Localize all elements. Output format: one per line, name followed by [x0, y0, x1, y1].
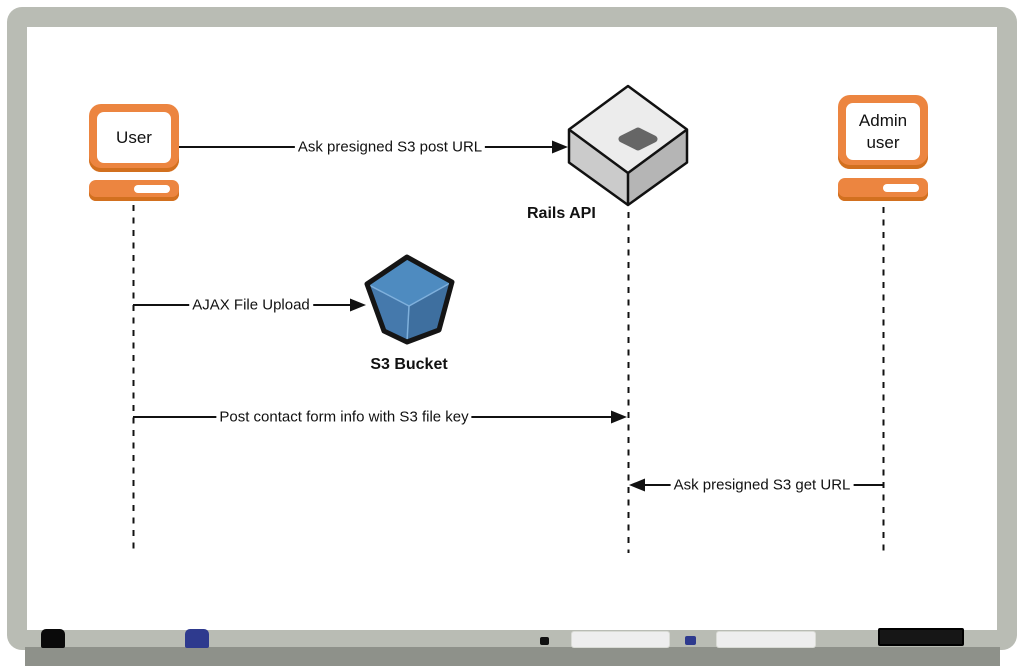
s3-bucket-label: S3 Bucket	[370, 356, 448, 373]
blue-marker	[185, 629, 209, 648]
black-eraser	[878, 628, 964, 646]
black-speck	[540, 637, 549, 645]
black-marker	[41, 629, 65, 648]
computer-monitor-icon: User	[89, 104, 179, 172]
whiteboard-tray-shelf	[25, 647, 1000, 666]
computer-base-icon	[89, 180, 179, 201]
message-label-post-contact-form: Post contact form info with S3 file key	[216, 408, 472, 426]
actor-admin-user: Admin user	[838, 95, 928, 202]
white-eraser	[717, 632, 815, 647]
message-label-ask-get-url: Ask presigned S3 get URL	[670, 476, 854, 494]
blue-speck	[685, 636, 696, 645]
rails-api-cube-icon	[567, 84, 689, 207]
actor-user-label: User	[97, 112, 171, 163]
white-eraser	[572, 632, 669, 647]
s3-bucket-icon	[364, 254, 455, 345]
computer-base-slot	[134, 185, 170, 193]
rails-api-label: Rails API	[527, 205, 596, 222]
actor-user: User	[89, 104, 179, 201]
message-label-ask-post-url: Ask presigned S3 post URL	[294, 138, 486, 156]
computer-base-slot	[883, 184, 919, 192]
computer-base-icon	[838, 178, 928, 201]
message-label-ajax-upload: AJAX File Upload	[189, 296, 313, 314]
actor-admin-user-label: Admin user	[846, 103, 920, 160]
cube-hole	[618, 127, 658, 151]
computer-monitor-icon: Admin user	[838, 95, 928, 169]
